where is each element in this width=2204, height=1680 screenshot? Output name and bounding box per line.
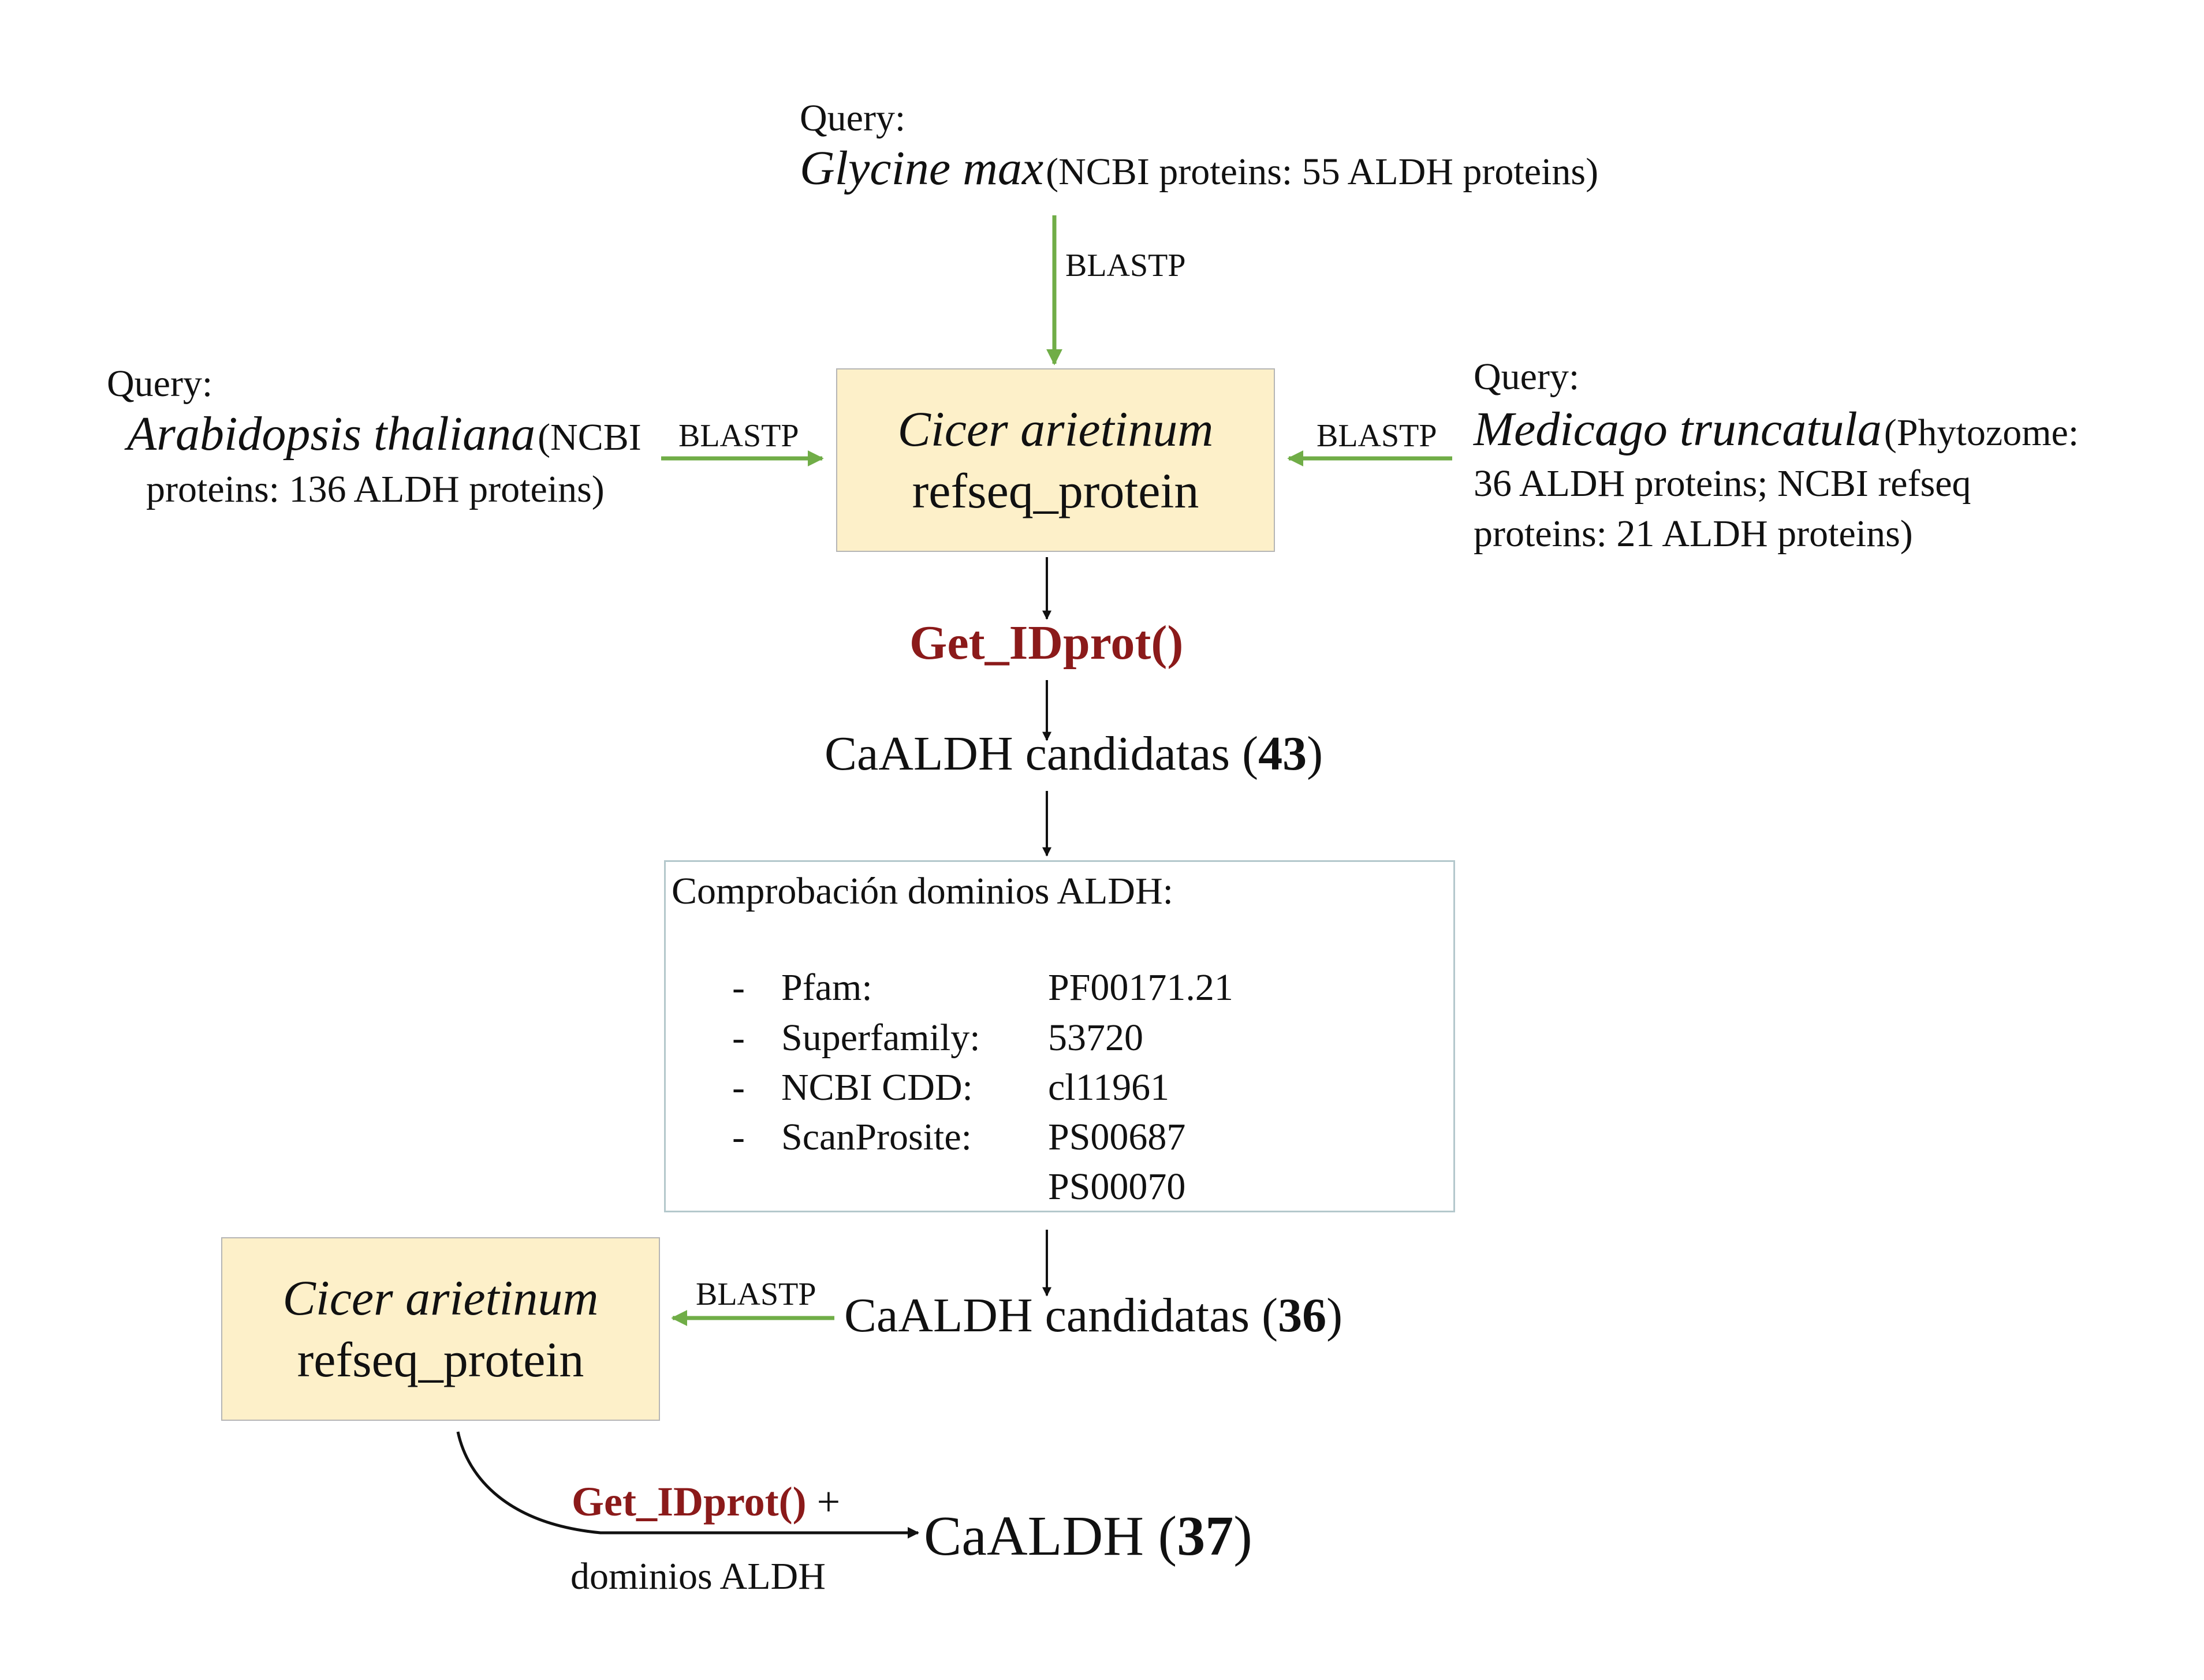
database-box-top: Cicer arietinum refseq_protein — [836, 368, 1275, 552]
blastp-label-bottom: BLASTP — [696, 1276, 816, 1312]
get-idprot-step-2: Get_IDprot() — [572, 1479, 807, 1525]
candidates-43-count: 43 — [1258, 727, 1307, 781]
query-top-species: Glycine max — [800, 141, 1044, 195]
candidates-36-suffix: ) — [1326, 1289, 1343, 1342]
database-box-top-db: refseq_protein — [912, 463, 1199, 518]
domain-id-scanprosite-extra: PS00070 — [1048, 1166, 1186, 1208]
domain-id-ncbi-cdd: cl11961 — [1048, 1066, 1170, 1108]
domain-source-superfamily: Superfamily: — [781, 1017, 980, 1059]
database-box-bottom: Cicer arietinum refseq_protein — [221, 1237, 660, 1421]
result-count: 37 — [1177, 1505, 1234, 1567]
query-left-line1: Arabidopsis thaliana (NCBI — [127, 410, 642, 458]
domain-bullet: - — [732, 1017, 745, 1059]
result-prefix: CaALDH ( — [924, 1505, 1177, 1567]
result-final: CaALDH (37) — [924, 1508, 1252, 1565]
query-right-note-1: (Phytozome: — [1884, 412, 2079, 454]
query-left-note-2: proteins: 136 ALDH proteins) — [146, 468, 605, 510]
domain-id-scanprosite: PS00687 — [1048, 1116, 1186, 1158]
domain-id-superfamily: 53720 — [1048, 1017, 1143, 1059]
domain-check-box: Comprobación dominios ALDH: - Pfam: PF00… — [664, 860, 1455, 1212]
domain-bullet: - — [732, 966, 745, 1009]
query-left-heading: Query: — [107, 363, 213, 405]
query-right-note-2: 36 ALDH proteins; NCBI refseq — [1474, 462, 1971, 505]
candidates-36-count: 36 — [1278, 1289, 1327, 1342]
get-idprot-step-1: Get_IDprot() — [909, 616, 1184, 670]
blastp-label-right: BLASTP — [1317, 418, 1437, 454]
domain-bullet: - — [732, 1116, 745, 1158]
domain-bullet: - — [732, 1066, 745, 1108]
query-top: Glycine max (NCBI proteins: 55 ALDH prot… — [800, 144, 1598, 193]
candidates-36: CaALDH candidatas (36) — [844, 1291, 1342, 1340]
query-right-line1: Medicago truncatula (Phytozome: — [1474, 405, 2079, 454]
final-step-subtitle: dominios ALDH — [570, 1555, 826, 1597]
result-suffix: ) — [1233, 1505, 1252, 1567]
query-left-note-1: (NCBI — [538, 416, 642, 458]
database-box-bottom-species: Cicer arietinum — [282, 1270, 599, 1326]
query-top-note: (NCBI proteins: 55 ALDH proteins) — [1046, 151, 1599, 193]
query-right-species: Medicago truncatula — [1474, 402, 1882, 456]
flow-arrow-curved — [456, 1431, 919, 1539]
blastp-label-top: BLASTP — [1065, 248, 1186, 283]
domain-check-title: Comprobación dominios ALDH: — [672, 870, 1173, 912]
domain-source-ncbi-cdd: NCBI CDD: — [781, 1066, 973, 1108]
database-box-top-species: Cicer arietinum — [897, 401, 1214, 457]
candidates-43-prefix: CaALDH candidatas ( — [825, 727, 1259, 781]
query-top-heading: Query: — [800, 97, 906, 139]
domain-id-pfam: PF00171.21 — [1048, 966, 1233, 1009]
domain-source-scanprosite: ScanProsite: — [781, 1116, 972, 1158]
query-right-note-3: proteins: 21 ALDH proteins) — [1474, 513, 1913, 555]
database-box-bottom-db: refseq_protein — [297, 1332, 584, 1387]
query-right-heading: Query: — [1474, 356, 1580, 398]
blastp-label-left: BLASTP — [678, 418, 799, 454]
candidates-43-suffix: ) — [1307, 727, 1323, 781]
candidates-36-prefix: CaALDH candidatas ( — [844, 1289, 1278, 1342]
candidates-43: CaALDH candidatas (43) — [825, 730, 1323, 778]
domain-source-pfam: Pfam: — [781, 966, 872, 1009]
final-step-plus: + — [806, 1479, 841, 1525]
query-left-species: Arabidopsis thaliana — [127, 407, 536, 461]
final-step-label: Get_IDprot() + — [572, 1481, 840, 1522]
